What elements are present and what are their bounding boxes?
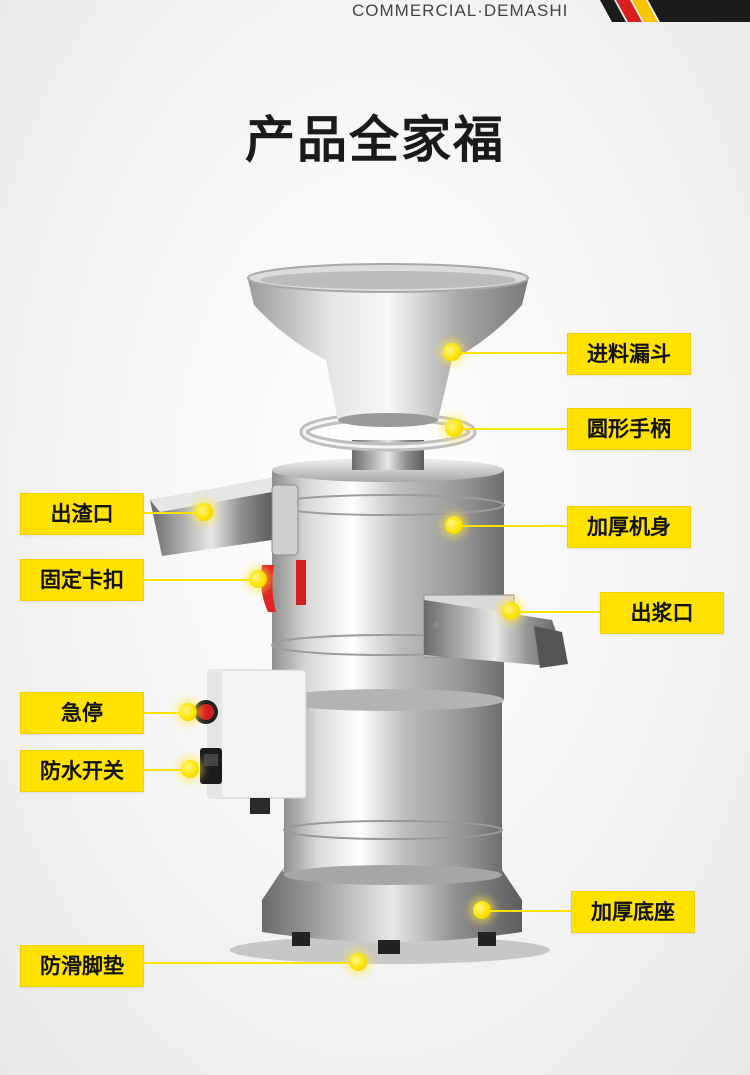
callout-dot [249,570,267,588]
connector-line [142,712,188,714]
connector-line [142,769,190,771]
callout-dot [443,343,461,361]
callout-dot [349,953,367,971]
label-waterproof-switch: 防水开关 [20,750,144,792]
callout-dot [179,703,197,721]
callout-dot [445,419,463,437]
label-clamp: 固定卡扣 [20,559,144,601]
label-hopper: 进料漏斗 [567,333,691,375]
label-slurry-outlet: 出浆口 [600,592,724,634]
connector-line [455,428,567,430]
connector-line [142,962,358,964]
connector-line [142,579,258,581]
callout-dot [502,602,520,620]
label-residue-outlet: 出渣口 [20,493,144,535]
label-base: 加厚底座 [571,891,695,933]
callout-dot [195,503,213,521]
connector-line [483,910,571,912]
callout-dot [445,516,463,534]
brand-bar: COMMERCIAL·DEMASHI [0,0,750,24]
connector-line [455,525,567,527]
connector-line [142,512,204,514]
callout-dot [181,760,199,778]
label-emergency-stop: 急停 [20,692,144,734]
callout-dot [473,901,491,919]
label-body: 加厚机身 [567,506,691,548]
label-foot-pads: 防滑脚垫 [20,945,144,987]
brand-name: COMMERCIAL·DEMASHI [352,1,569,20]
connector-line [453,352,567,354]
label-handle: 圆形手柄 [567,408,691,450]
page-title: 产品全家福 [245,111,505,169]
brand-stripes [600,0,750,22]
connector-line [512,611,600,613]
